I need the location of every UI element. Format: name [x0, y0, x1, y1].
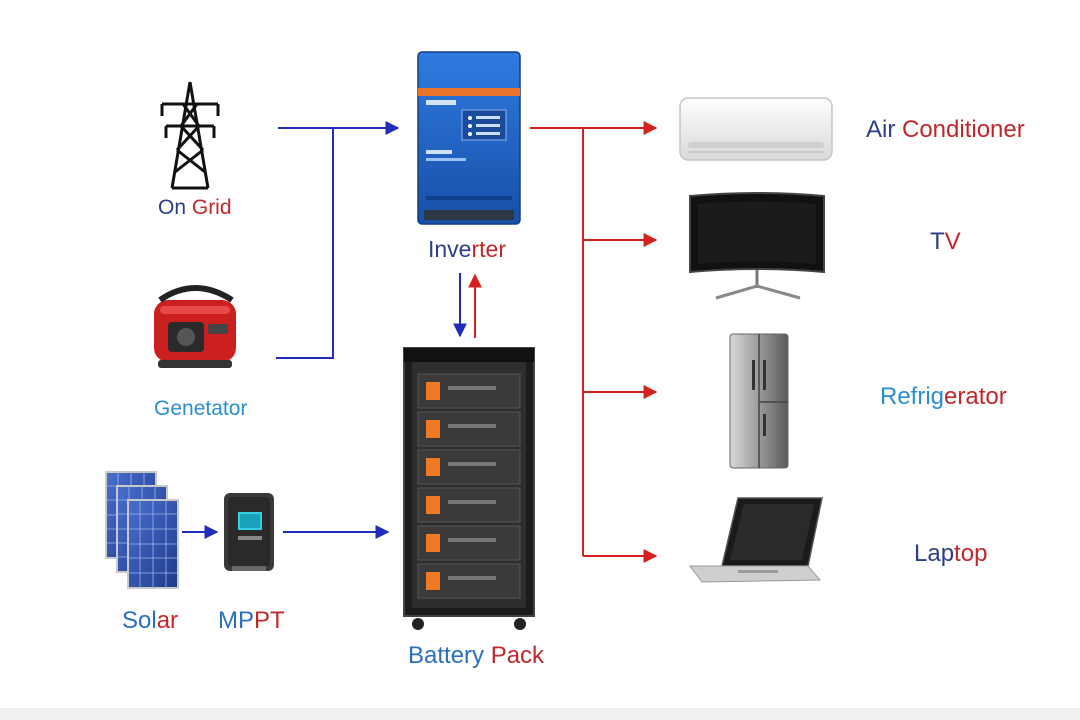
mppt-label-part2: PT	[254, 607, 285, 634]
mppt-label-part1: MP	[218, 607, 254, 634]
on-grid-label-part2: Grid	[191, 196, 232, 219]
battery-pack-label: Battery Pack	[408, 642, 544, 670]
air-conditioner-label-part2: Conditioner	[902, 116, 1025, 143]
mppt-controller-icon	[224, 493, 274, 571]
inverter-icon	[417, 51, 521, 225]
air-conditioner-label-part1: Air	[866, 116, 902, 143]
tv-label: TV	[930, 228, 961, 256]
refrigerator-icon	[729, 333, 789, 469]
inverter-label: Inverter	[428, 236, 506, 263]
battery-rack-icon	[403, 347, 535, 630]
battery-pack-label-part2: Pack	[490, 642, 545, 669]
solar-label-part1: Sol	[122, 607, 157, 634]
battery-modules	[417, 373, 521, 599]
inverter-label-part1: Inve	[428, 236, 472, 262]
generator-icon	[154, 285, 236, 368]
tv-icon	[689, 192, 825, 300]
laptop-icon	[689, 497, 823, 583]
solar-label-part2: ar	[156, 607, 179, 634]
refrigerator-label-part1: Refrig	[880, 383, 945, 410]
laptop-label: Laptop	[914, 540, 987, 568]
generator-label: Genetator	[154, 397, 247, 421]
tv-label-part1: T	[930, 228, 945, 255]
solar-panel-icon	[105, 471, 179, 589]
solar-label: Solar	[122, 607, 178, 635]
on-grid-label: On Grid	[158, 196, 232, 220]
generator-to-inverter-line	[276, 128, 334, 359]
laptop-label-part1: Lap	[914, 540, 955, 567]
mppt-label: MPPT	[218, 607, 285, 635]
air-conditioner-label: Air Conditioner	[866, 116, 1025, 144]
generator-label-part1: Gen	[154, 397, 194, 420]
inverter-output-bus	[530, 127, 584, 556]
refrigerator-label: Refrigerator	[880, 383, 1007, 411]
transmission-tower-icon	[160, 81, 220, 190]
refrigerator-label-part2: erator	[944, 383, 1007, 410]
laptop-label-part2: top	[954, 540, 988, 567]
on-grid-label-part1: On	[158, 196, 192, 219]
inverter-label-part2: rter	[471, 236, 506, 262]
bottom-strip	[0, 708, 1080, 720]
air-conditioner-icon	[679, 97, 833, 161]
tv-label-part2: V	[944, 228, 961, 255]
battery-pack-label-part1: Battery	[408, 642, 491, 669]
generator-label-part2: etator	[193, 397, 248, 420]
